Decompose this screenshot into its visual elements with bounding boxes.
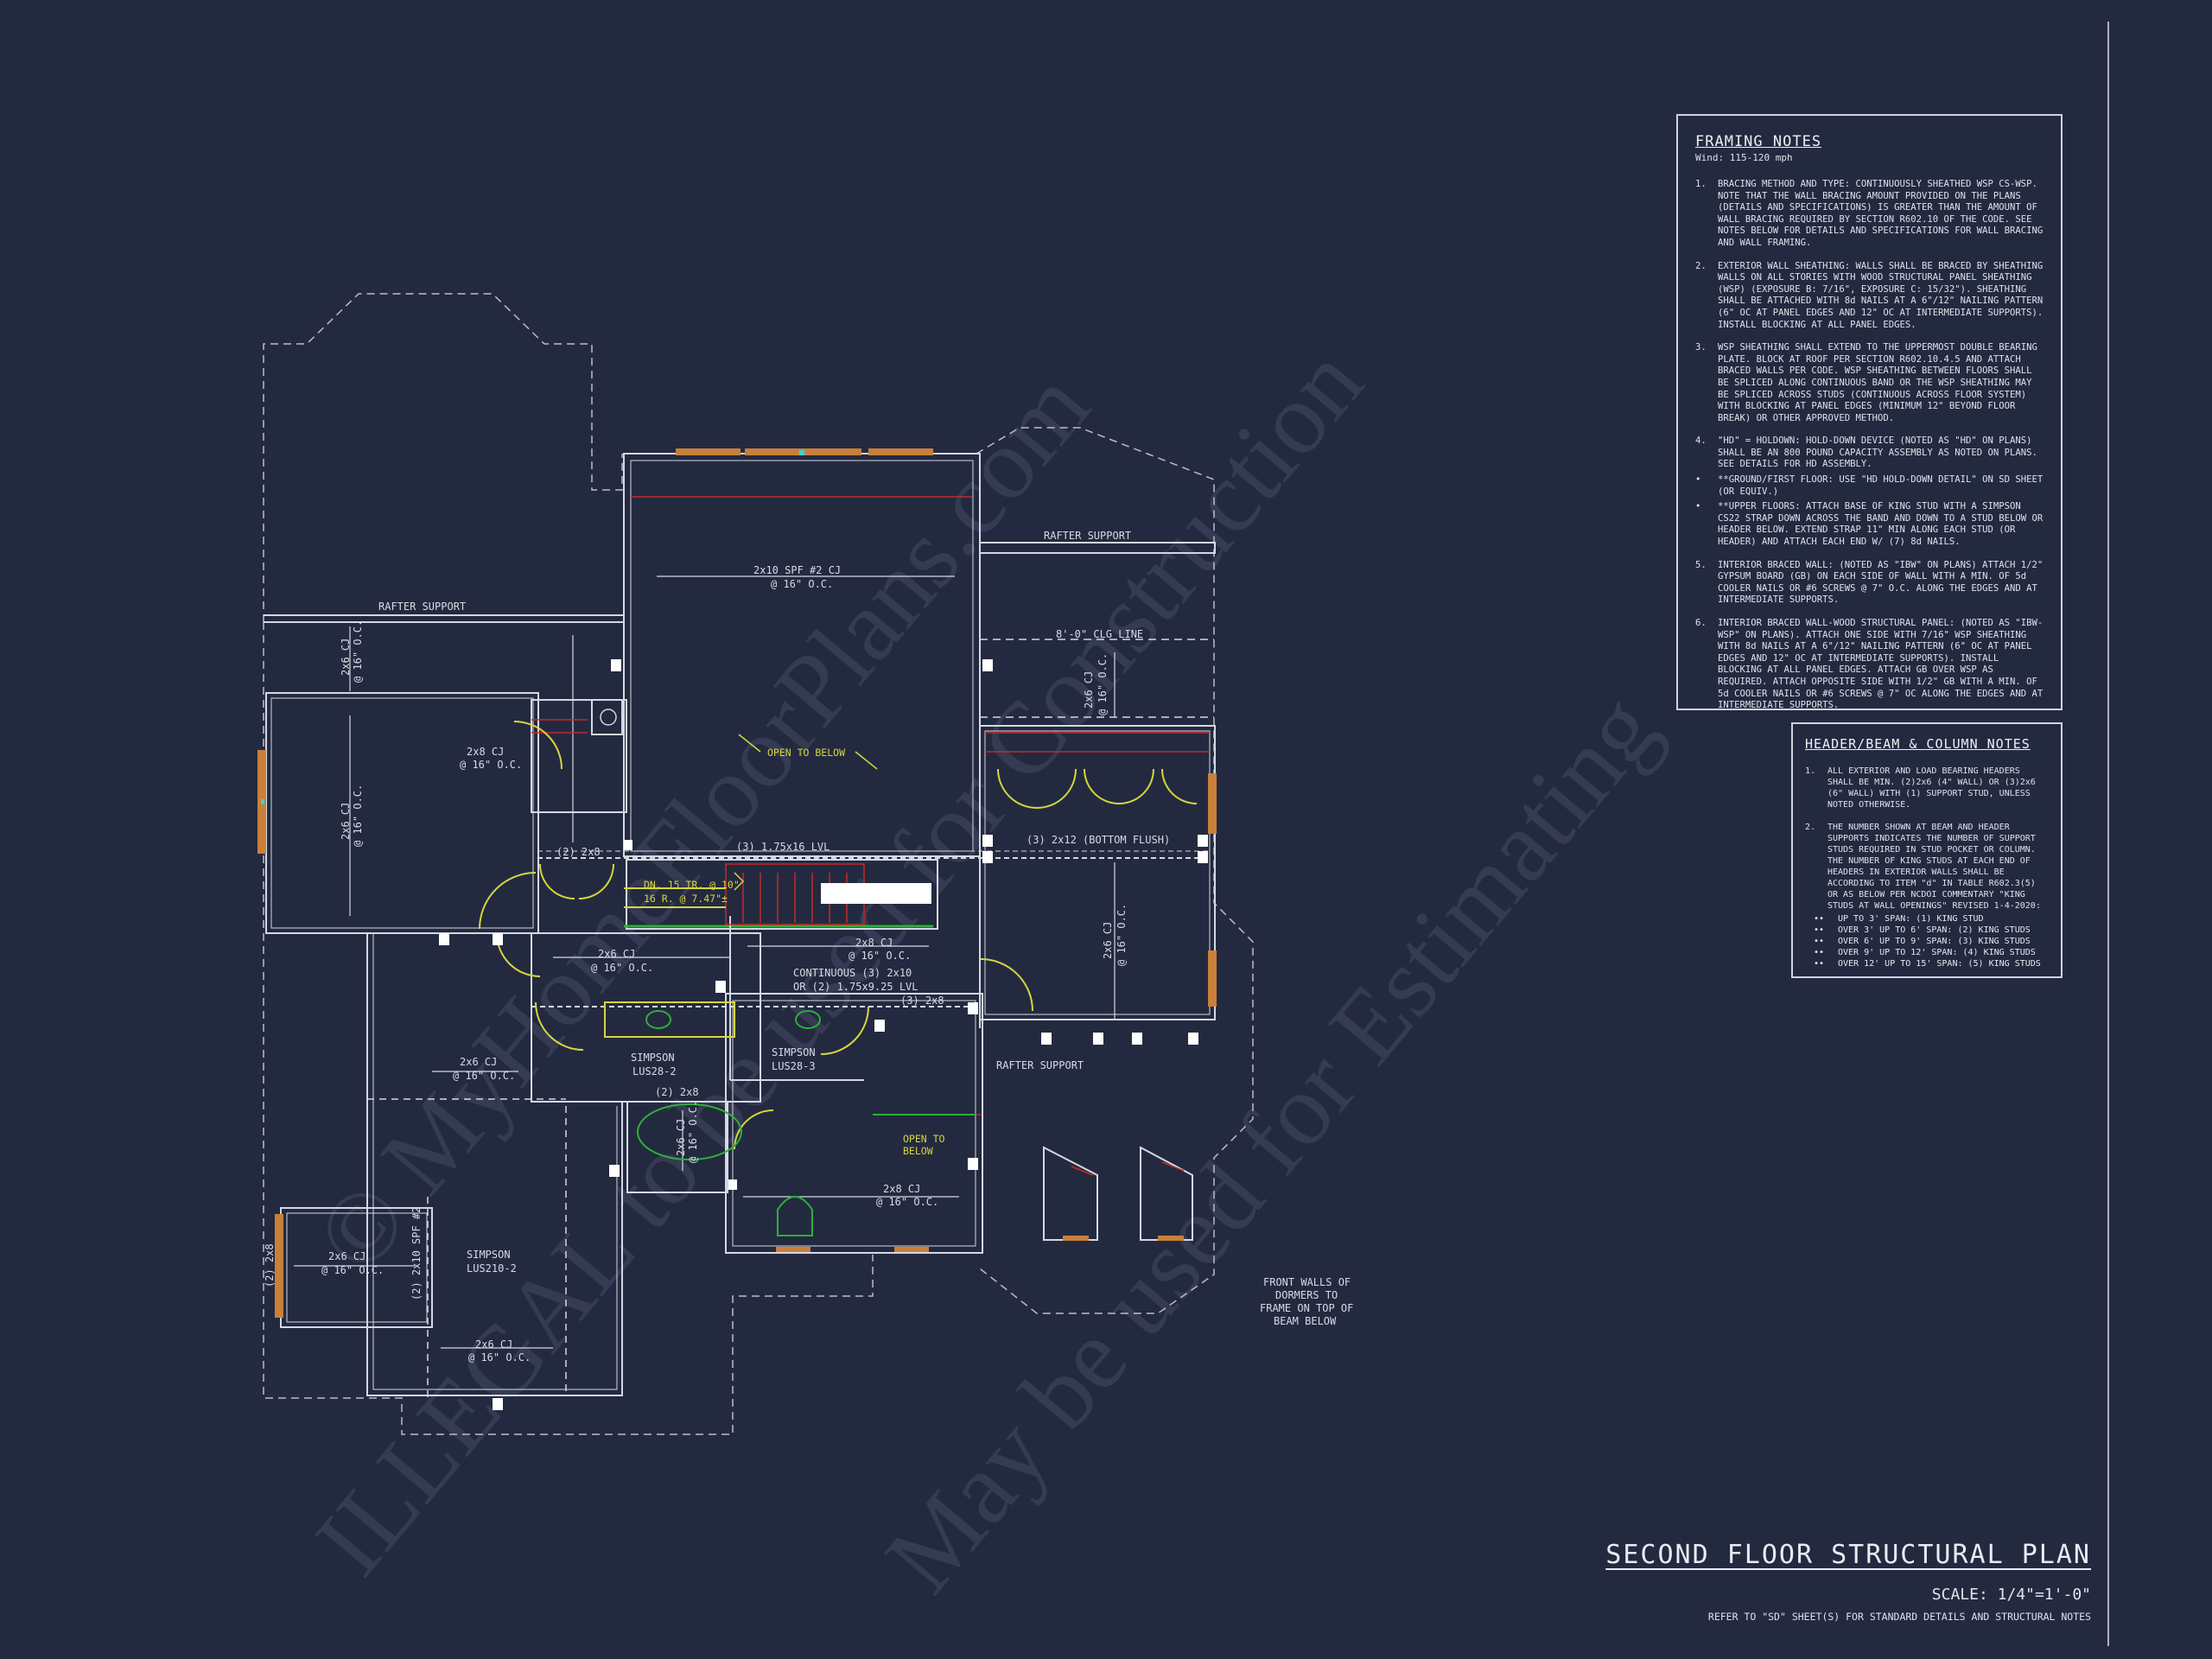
stair-label-mask (821, 883, 931, 904)
label-2x6-cj-top-left: 2x6 CJ (340, 639, 352, 676)
dimension-arrows (294, 575, 1116, 1349)
label-open-to-below-b2: BELOW (903, 1145, 933, 1157)
framing-note: 2.EXTERIOR WALL SHEATHING: WALLS SHALL B… (1695, 260, 2044, 330)
label-2x8-cj-b-oc: @ 16" O.C. (849, 950, 911, 962)
posts (439, 659, 1208, 1410)
label-2x6-cj-bottom: 2x6 CJ (475, 1338, 512, 1351)
label-continuous-2: OR (2) 1.75x9.25 LVL (793, 981, 918, 993)
framing-note: 3.WSP SHEATHING SHALL EXTEND TO THE UPPE… (1695, 342, 2037, 423)
label-clg-line: 8'-0" CLG LINE (1056, 628, 1143, 640)
label-2x8-cj-b: 2x8 CJ (855, 937, 893, 949)
roof-outline (263, 293, 1254, 1435)
plan-labels: RAFTER SUPPORT RAFTER SUPPORT RAFTER SUP… (264, 530, 1353, 1363)
fixtures (637, 1010, 976, 1236)
framing-notes-panel: FRAMING NOTES Wind: 115-120 mph 1.BRACIN… (1676, 114, 2063, 710)
framing-notes-title: FRAMING NOTES (1695, 133, 1822, 150)
label-3-2x8: (3) 2x8 (900, 995, 944, 1007)
framing-note: •**GROUND/FIRST FLOOR: USE "HD HOLD-DOWN… (1695, 474, 2044, 497)
label-2x6-cj-left-oc: @ 16" O.C. (453, 1070, 515, 1082)
label-2x12-header: (3) 2x12 (BOTTOM FLUSH) (1027, 834, 1170, 846)
framing-note: 1.BRACING METHOD AND TYPE: CONTINUOUSLY … (1695, 179, 2044, 248)
label-dormer-4: BEAM BELOW (1274, 1315, 1337, 1327)
framing-notes-list: 1.BRACING METHOD AND TYPE: CONTINUOUSLY … (1695, 179, 2044, 712)
drawing-title: SECOND FLOOR STRUCTURAL PLAN (1605, 1540, 2091, 1570)
label-dormer-3: FRAME ON TOP OF (1260, 1302, 1353, 1314)
label-dormer-2: DORMERS TO (1275, 1289, 1338, 1301)
king-stud-item: ••OVER 12' UP TO 15' SPAN: (5) KING STUD… (1814, 959, 2041, 969)
label-2-2x10-spf: (2) 2x10 SPF #2 (410, 1207, 423, 1300)
watermark: © MyHomeFloorPlans.com ILLEGAL to be use… (294, 327, 1679, 1613)
label-2x8-cj-a-oc: @ 16" O.C. (460, 759, 522, 771)
label-stair-treads: DN. 15 TR. @ 10" (644, 879, 740, 891)
king-stud-item: ••UP TO 3' SPAN: (1) KING STUD (1814, 914, 1984, 924)
label-2-2x8-vertical: (2) 2x8 (264, 1243, 276, 1287)
label-dormer-1: FRONT WALLS OF (1263, 1276, 1351, 1288)
label-2x6-cj-right-mid: 2x6 CJ (1102, 922, 1114, 959)
drawing-scale: SCALE: 1/4"=1'-0" (1931, 1586, 2091, 1604)
label-simpson-3a: SIMPSON (467, 1249, 511, 1261)
label-2x6-cj-left: 2x6 CJ (460, 1056, 497, 1068)
label-simpson-1b: LUS28-2 (632, 1065, 677, 1077)
label-simpson-1a: SIMPSON (631, 1052, 675, 1064)
yellow-arrows (734, 734, 878, 891)
king-stud-item: ••OVER 9' UP TO 12' SPAN: (4) KING STUDS (1814, 948, 2036, 957)
label-2x6-cj-bath-oc: @ 16" O.C. (687, 1101, 699, 1163)
header-notes-panel: HEADER/BEAM & COLUMN NOTES 1.ALL EXTERIO… (1791, 722, 2063, 978)
label-open-to-below: OPEN TO BELOW (767, 747, 845, 759)
framing-notes-subtitle: Wind: 115-120 mph (1695, 152, 1793, 163)
label-2x10-joist: 2x10 SPF #2 CJ (753, 564, 841, 576)
label-2x8-cj-c: 2x8 CJ (883, 1183, 920, 1195)
king-stud-list: ••UP TO 3' SPAN: (1) KING STUD ••OVER 3'… (1814, 913, 2049, 969)
label-rafter-support-left: RAFTER SUPPORT (378, 601, 466, 613)
doors (479, 721, 1198, 1150)
label-rafter-support-right: RAFTER SUPPORT (1044, 530, 1131, 542)
label-stair-risers: 16 R. @ 7.47"± (644, 893, 728, 905)
drawing-reference-note: REFER TO "SD" SHEET(S) FOR STANDARD DETA… (1707, 1611, 2091, 1623)
label-2x6-cj-right-top: 2x6 CJ (1083, 671, 1095, 709)
framing-note: 6.INTERIOR BRACED WALL-WOOD STRUCTURAL P… (1695, 618, 2044, 711)
label-rafter-support-bottom: RAFTER SUPPORT (996, 1059, 1084, 1071)
label-2x6-cj-bath: 2x6 CJ (675, 1119, 687, 1156)
label-2-2x8: (2) 2x8 (556, 846, 601, 858)
label-2x6-cj-lower: 2x6 CJ (328, 1250, 365, 1262)
label-simpson-3b: LUS210-2 (467, 1262, 517, 1274)
label-lvl: (3) 1.75x16 LVL (736, 841, 830, 853)
label-simpson-2b: LUS28-3 (772, 1060, 816, 1072)
label-2x6-cj-bottom-oc: @ 16" O.C. (468, 1351, 531, 1363)
label-2x6-cj-room-oc: @ 16" O.C. (352, 785, 364, 847)
framing-note: 4."HD" = HOLDOWN: HOLD-DOWN DEVICE (NOTE… (1695, 435, 2037, 470)
framing-note: •**UPPER FLOORS: ATTACH BASE OF KING STU… (1695, 501, 2044, 548)
king-stud-item: ••OVER 3' UP TO 6' SPAN: (2) KING STUDS (1814, 925, 2031, 935)
label-2x6-cj-room: 2x6 CJ (340, 803, 352, 840)
framing-note: 5.INTERIOR BRACED WALL: (NOTED AS "IBW" … (1695, 559, 2044, 606)
watermark-line-2: ILLEGAL to be used for Construction (294, 327, 1384, 1596)
label-2x8-cj-c-oc: @ 16" O.C. (876, 1196, 938, 1208)
label-simpson-2a: SIMPSON (772, 1046, 816, 1058)
title-block: SECOND FLOOR STRUCTURAL PLAN SCALE: 1/4"… (1605, 1540, 2091, 1623)
yellow-labels: OPEN TO BELOW OPEN TO BELOW DN. 15 TR. @… (644, 747, 945, 1157)
label-2x10-spacing: @ 16" O.C. (771, 578, 833, 590)
label-2x6-cj-lower-oc: @ 16" O.C. (321, 1264, 384, 1276)
windows (257, 448, 1217, 1318)
label-continuous-1: CONTINUOUS (3) 2x10 (793, 967, 912, 979)
label-2x6-cj-right-top-oc: @ 16" O.C. (1096, 653, 1109, 715)
header-notes-list: 1.ALL EXTERIOR AND LOAD BEARING HEADERS … (1805, 766, 2049, 912)
label-open-to-below-b1: OPEN TO (903, 1133, 945, 1145)
label-2x6-cj-top-left-oc: @ 16" O.C. (352, 620, 364, 683)
label-2x8-cj-a: 2x8 CJ (467, 746, 504, 758)
king-stud-item: ••OVER 6' UP TO 9' SPAN: (3) KING STUDS (1814, 937, 2031, 946)
header-note: 1.ALL EXTERIOR AND LOAD BEARING HEADERS … (1805, 766, 2036, 810)
label-2x6-cj-hall-oc: @ 16" O.C. (591, 962, 653, 974)
label-2-2x8-b: (2) 2x8 (655, 1086, 699, 1098)
header-notes-title: HEADER/BEAM & COLUMN NOTES (1805, 736, 2031, 752)
label-2x6-cj-right-mid-oc: @ 16" O.C. (1116, 904, 1128, 966)
label-2x6-cj-hall: 2x6 CJ (598, 948, 635, 960)
header-note: 2.THE NUMBER SHOWN AT BEAM AND HEADER SU… (1805, 823, 2041, 911)
